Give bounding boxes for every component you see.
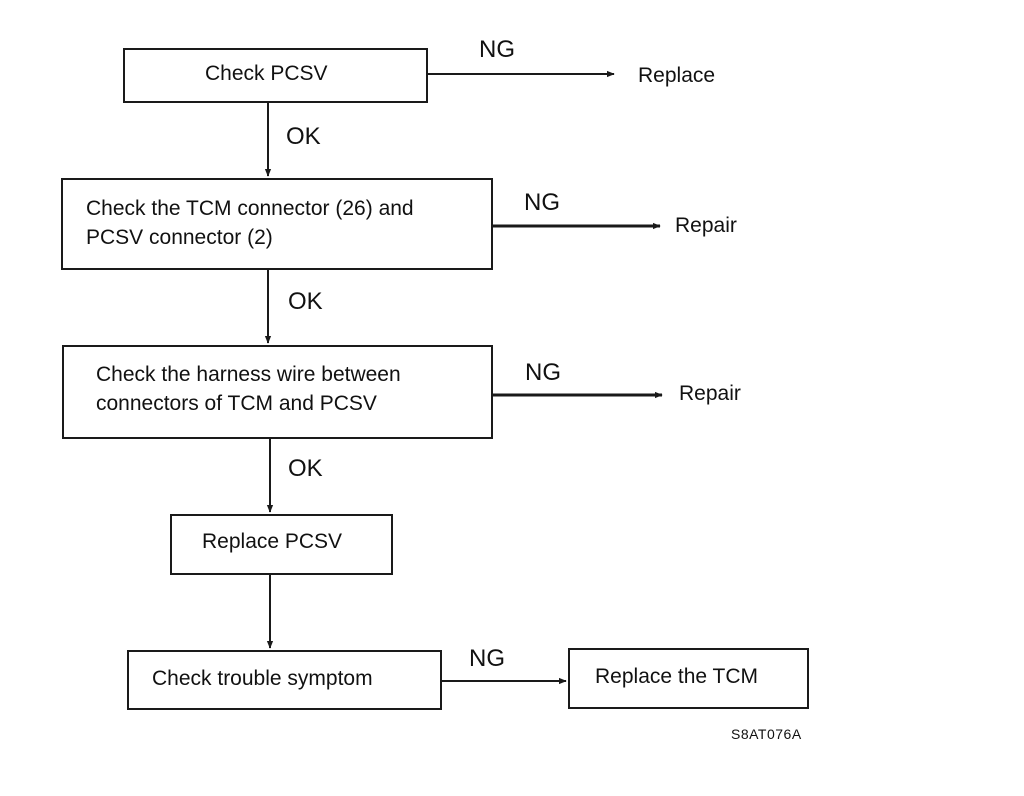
outcome-repair-2: Repair [679, 382, 741, 405]
check-harness-line-2: connectors of TCM and PCSV [96, 392, 377, 415]
check-connectors-box [61, 178, 493, 270]
figure-code: S8AT076A [731, 726, 802, 742]
check-symptom-label: Check trouble symptom [152, 667, 373, 690]
ok-label-1: OK [286, 123, 321, 150]
ng-label-1: NG [479, 36, 515, 63]
replace-pcsv-box [170, 514, 393, 575]
replace-tcm-label: Replace the TCM [595, 665, 759, 688]
check-connectors-line-1: Check the TCM connector (26) and [86, 197, 414, 220]
ng-label-3: NG [525, 359, 561, 386]
ng-label-4: NG [469, 645, 505, 672]
outcome-repair-1: Repair [675, 214, 737, 237]
replace-tcm-box [568, 648, 809, 709]
check-symptom-box [127, 650, 442, 710]
check-pcsv-label: Check PCSV [205, 62, 328, 85]
ok-label-2: OK [288, 288, 323, 315]
check-pcsv-box [123, 48, 428, 103]
check-connectors-line-2: PCSV connector (2) [86, 226, 273, 249]
ok-label-3: OK [288, 455, 323, 482]
check-harness-line-1: Check the harness wire between [96, 363, 401, 386]
check-harness-box [62, 345, 493, 439]
outcome-replace: Replace [638, 64, 716, 87]
replace-pcsv-label: Replace PCSV [202, 530, 343, 553]
ng-label-2: NG [524, 189, 560, 216]
